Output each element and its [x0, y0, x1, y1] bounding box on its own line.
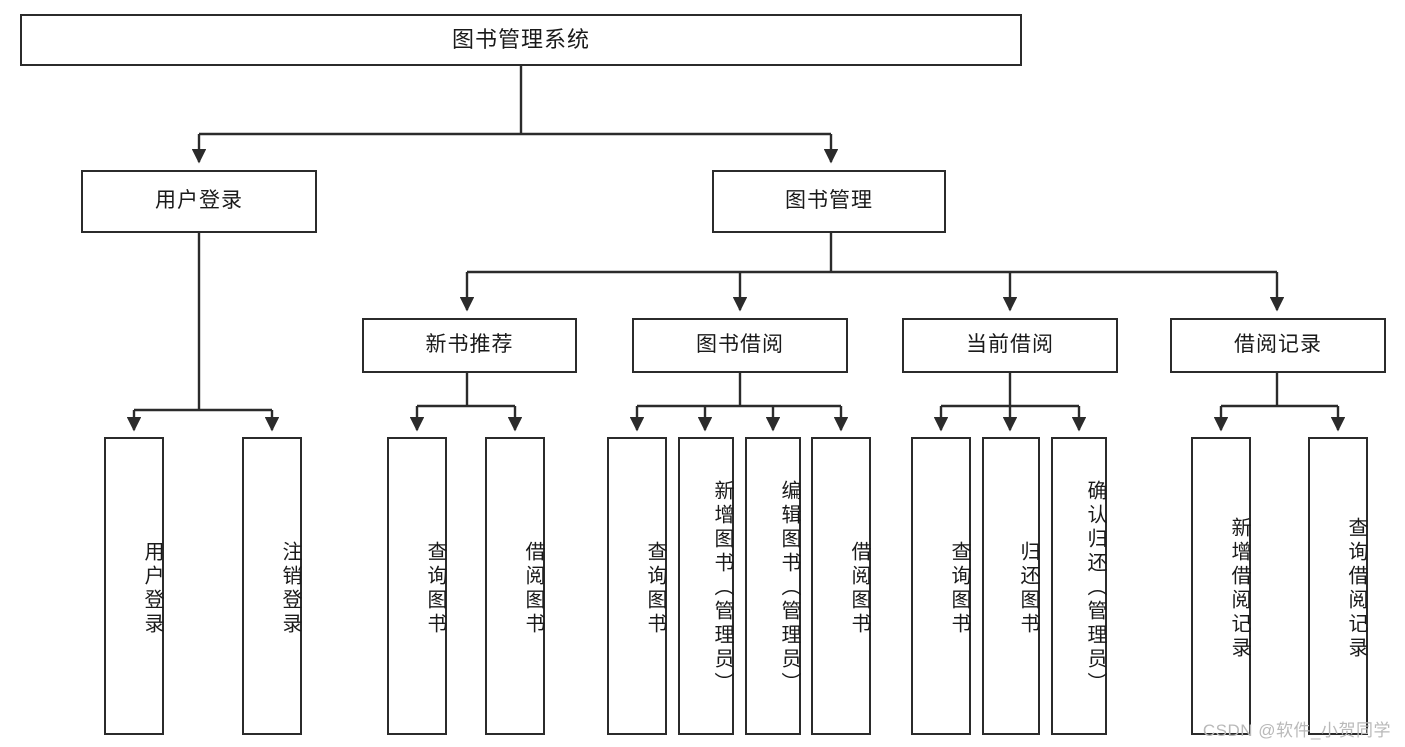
- node-user-login[interactable]: 用户登录: [81, 170, 317, 233]
- node-current-borrow[interactable]: 当前借阅: [902, 318, 1118, 373]
- node-book-management-label: 图书管理: [785, 189, 873, 213]
- node-current-borrow-label: 当前借阅: [966, 333, 1054, 357]
- leaf-current-borrow-return-label: 归还图书: [1017, 541, 1039, 637]
- leaf-user-login-login-label: 用户登录: [141, 541, 163, 637]
- leaf-book-borrow-borrow[interactable]: 借阅图书: [811, 437, 871, 735]
- node-user-login-label: 用户登录: [155, 189, 243, 213]
- node-book-borrow[interactable]: 图书借阅: [632, 318, 848, 373]
- watermark-text: CSDN @软件_小贺同学: [1202, 721, 1391, 740]
- leaf-borrow-record-add[interactable]: 新增借阅记录: [1191, 437, 1251, 735]
- leaf-current-borrow-query-label: 查询图书: [948, 541, 970, 637]
- node-new-book-recommend-label: 新书推荐: [425, 333, 514, 357]
- leaf-new-book-query-label: 查询图书: [424, 541, 446, 637]
- leaf-borrow-record-query-label: 查询借阅记录: [1345, 517, 1367, 661]
- leaf-book-borrow-add[interactable]: 新增图书（管理员）: [678, 437, 734, 735]
- leaf-new-book-query[interactable]: 查询图书: [387, 437, 447, 735]
- leaf-user-login-login[interactable]: 用户登录: [104, 437, 164, 735]
- node-book-borrow-label: 图书借阅: [696, 333, 784, 357]
- leaf-user-login-logout[interactable]: 注销登录: [242, 437, 302, 735]
- node-root-system-label: 图书管理系统: [451, 27, 590, 53]
- leaf-book-borrow-query[interactable]: 查询图书: [607, 437, 667, 735]
- leaf-current-borrow-query[interactable]: 查询图书: [911, 437, 971, 735]
- node-book-management[interactable]: 图书管理: [712, 170, 946, 233]
- leaf-book-borrow-borrow-label: 借阅图书: [848, 541, 870, 637]
- leaf-new-book-borrow[interactable]: 借阅图书: [485, 437, 545, 735]
- leaf-current-borrow-confirm[interactable]: 确认归还（管理员）: [1051, 437, 1107, 735]
- leaf-new-book-borrow-label: 借阅图书: [522, 541, 544, 637]
- leaf-current-borrow-return[interactable]: 归还图书: [982, 437, 1040, 735]
- leaf-current-borrow-confirm-label: 确认归还（管理员）: [1084, 480, 1106, 696]
- leaf-book-borrow-query-label: 查询图书: [644, 541, 666, 637]
- node-new-book-recommend[interactable]: 新书推荐: [362, 318, 577, 373]
- node-root-system[interactable]: 图书管理系统: [20, 14, 1022, 66]
- leaf-borrow-record-add-label: 新增借阅记录: [1228, 517, 1250, 661]
- leaf-book-borrow-edit[interactable]: 编辑图书（管理员）: [745, 437, 801, 735]
- node-borrow-record[interactable]: 借阅记录: [1170, 318, 1386, 373]
- node-borrow-record-label: 借阅记录: [1234, 333, 1322, 357]
- leaf-book-borrow-edit-label: 编辑图书（管理员）: [778, 480, 800, 696]
- leaf-book-borrow-add-label: 新增图书（管理员）: [711, 480, 733, 696]
- leaf-user-login-logout-label: 注销登录: [279, 541, 301, 637]
- leaf-borrow-record-query[interactable]: 查询借阅记录: [1308, 437, 1368, 735]
